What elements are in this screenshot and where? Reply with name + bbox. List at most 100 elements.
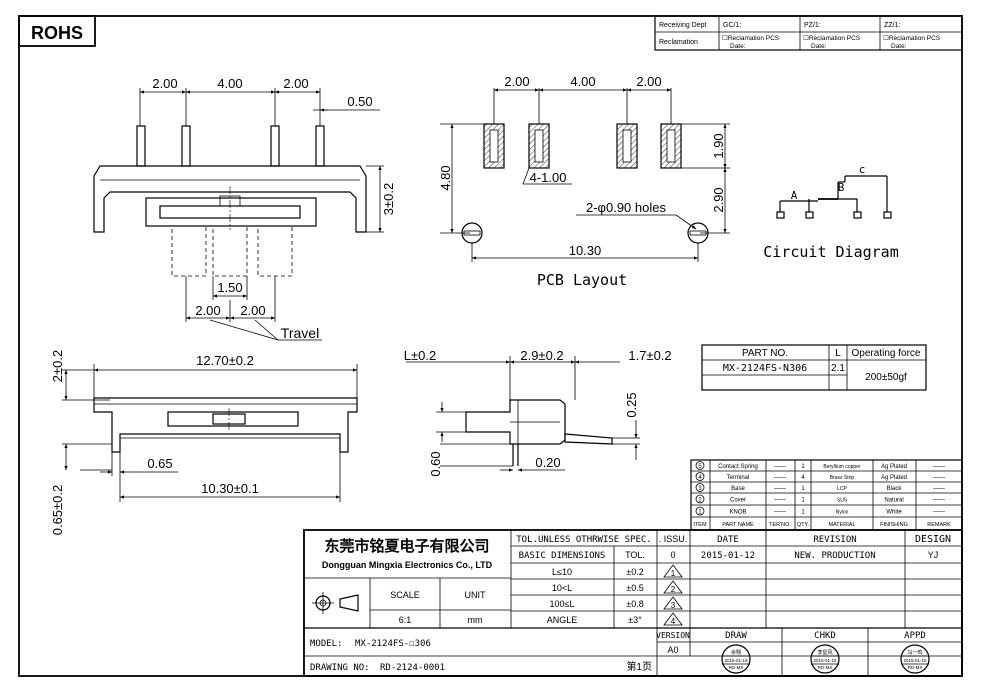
bom-remark: —— <box>933 475 945 481</box>
bom-material: SUS <box>837 498 848 504</box>
bom-ter-no: —— <box>774 510 786 516</box>
drawing-no-label: DRAWING NO: <box>310 663 370 673</box>
model-value: MX-2124FS-☐306 <box>355 639 431 649</box>
bom-item: 2 <box>698 498 702 504</box>
bom-ter-no: —— <box>774 498 786 504</box>
bom-part-name: Contact Spring <box>718 464 758 470</box>
side-view: 2.00 4.00 2.00 0.50 3±0.2 1.50 <box>93 76 396 341</box>
circuit-label-c: c <box>859 163 866 176</box>
bom-material: Nylon <box>836 510 849 516</box>
tol-range-2: 10<L <box>552 583 572 593</box>
tol-value-3: ±0.8 <box>626 599 643 609</box>
design-label: DESIGN <box>915 534 951 545</box>
bom-item: 5 <box>698 464 702 470</box>
bom-row-2: 2 Cover —— 1 SUS Natural —— <box>695 494 945 504</box>
draw-stamp: 余翔 2015-01-15 RD-MX <box>721 644 751 674</box>
end-dim-lead: 1.7±0.2 <box>628 348 671 363</box>
end-dim-l: L±0.2 <box>404 348 436 363</box>
bom-ter-no: —— <box>774 486 786 492</box>
end-dim-right: 0.25 <box>624 392 639 417</box>
part-force-value: 200±50gf <box>865 372 907 383</box>
bom-row-3: 3 Base —— 1 LCP Black —— <box>695 483 945 492</box>
side-dim-1: 2.00 <box>152 76 177 91</box>
bom-header-qty: QTY. <box>797 522 810 528</box>
bom-item: 1 <box>698 510 702 516</box>
bom-remark: —— <box>933 510 945 516</box>
header-recl-1: ☐Reclamation PCS <box>722 34 780 42</box>
bom-finishing: White <box>886 510 902 516</box>
rohs-text: ROHS <box>31 23 83 43</box>
bom-part-name: Base <box>731 486 745 492</box>
bom-header-part: PART NAME <box>722 522 754 528</box>
design-value: YJ <box>928 550 939 560</box>
tol-value-4: ±3° <box>628 615 642 625</box>
appd-stamp: 马一鸣 2015-01-15 RD-MX <box>900 644 930 674</box>
part-l-value: 2.1 <box>831 363 845 374</box>
chkd-stamp-date: 2015-01-15 <box>813 658 837 663</box>
draw-label: DRAW <box>725 631 747 641</box>
issu-mark-3-text: 3 <box>671 601 676 610</box>
bom-item: 4 <box>698 475 702 481</box>
unit-label: UNIT <box>465 590 486 600</box>
issu-label: . ISSU. <box>659 534 688 544</box>
draw-stamp-name: 余翔 <box>731 649 741 656</box>
issu-mark-1-text: 1 <box>671 569 676 578</box>
header-receiving-dept: Receiving Dept <box>659 22 707 29</box>
end-dim-left: 0.60 <box>428 451 443 476</box>
version-label: VERSION <box>656 631 690 640</box>
tol-range-1: L≤10 <box>552 567 572 577</box>
model-label: MODEL: <box>310 639 343 649</box>
issu-value: 0 <box>670 550 675 560</box>
bom-remark: —— <box>933 486 945 492</box>
tol-range-3: 100≤L <box>550 599 575 609</box>
issu-mark-3: 3 <box>663 596 683 610</box>
header-gc: GC/1: <box>723 22 741 29</box>
bom-qty: 1 <box>801 486 805 492</box>
bom-material: Beryllium copper <box>823 464 861 470</box>
circuit-label-a: A <box>791 189 798 202</box>
date-label: DATE <box>717 535 739 545</box>
bom-row-4: 4 Terminal —— 4 Brass Strip Ag Plated —— <box>695 472 945 481</box>
bom-finishing: Ag Plated <box>881 464 907 470</box>
tol-header: TOL.UNLESS OTHRWISE SPEC. <box>516 535 651 545</box>
revision-label: REVISION <box>813 535 856 545</box>
basic-dims-label: BASIC DIMENSIONS <box>519 551 606 561</box>
pcb-layout: 2.00 4.00 2.00 1.90 2.90 4.80 4-1.00 2-φ… <box>438 74 730 289</box>
header-date-2: Date: <box>811 43 827 50</box>
tol-value-2: ±0.5 <box>626 583 643 593</box>
bom-part-name: Cover <box>730 498 746 504</box>
side-dim-travel-1: 2.00 <box>195 303 220 318</box>
pcb-holes-label: 2-φ0.90 holes <box>586 200 666 215</box>
issu-mark-1: 1 <box>663 564 683 578</box>
rohs-badge: ROHS <box>18 15 96 47</box>
bom-part-name: Terminal <box>727 475 750 481</box>
circuit-caption: Circuit Diagram <box>763 243 898 261</box>
header-recl-3: ☐Reclamation PCS <box>883 34 941 42</box>
side-dim-3: 2.00 <box>283 76 308 91</box>
page-label: 第1页 <box>626 660 652 673</box>
unit-value: mm <box>468 615 483 625</box>
part-table: PART NO. L Operating force MX-2124FS-N30… <box>701 344 927 391</box>
bom-finishing: Natural <box>884 498 903 504</box>
bom-qty: 4 <box>801 475 805 481</box>
part-no-value: MX-2124FS-N306 <box>723 363 807 374</box>
bom-header-row: ITEM PART NAME TER'NO. QTY. MATERIAL FIN… <box>693 522 951 528</box>
scale-label: SCALE <box>390 590 420 600</box>
pcb-dim-gap: 2.90 <box>711 187 726 212</box>
bom-qty: 1 <box>801 498 805 504</box>
appd-label: APPD <box>904 631 926 641</box>
scale-value: 6:1 <box>399 615 412 625</box>
part-header-no: PART NO. <box>742 348 788 359</box>
chkd-stamp-name: 李星风 <box>817 649 832 656</box>
bom-material: Brass Strip <box>830 475 855 481</box>
header-pz: PZ/1: <box>804 22 821 29</box>
bom-header-item: ITEM <box>693 522 707 528</box>
header-date-3: Date: <box>891 43 907 50</box>
pcb-dim-1: 2.00 <box>504 74 529 89</box>
front-dim-width: 12.70±0.2 <box>196 353 254 368</box>
side-dim-2: 4.00 <box>217 76 242 91</box>
draw-stamp-date: 2015-01-15 <box>724 658 748 663</box>
bom-header-finishing: FINISHING <box>880 522 908 528</box>
header-date-1: Date: <box>730 43 746 50</box>
